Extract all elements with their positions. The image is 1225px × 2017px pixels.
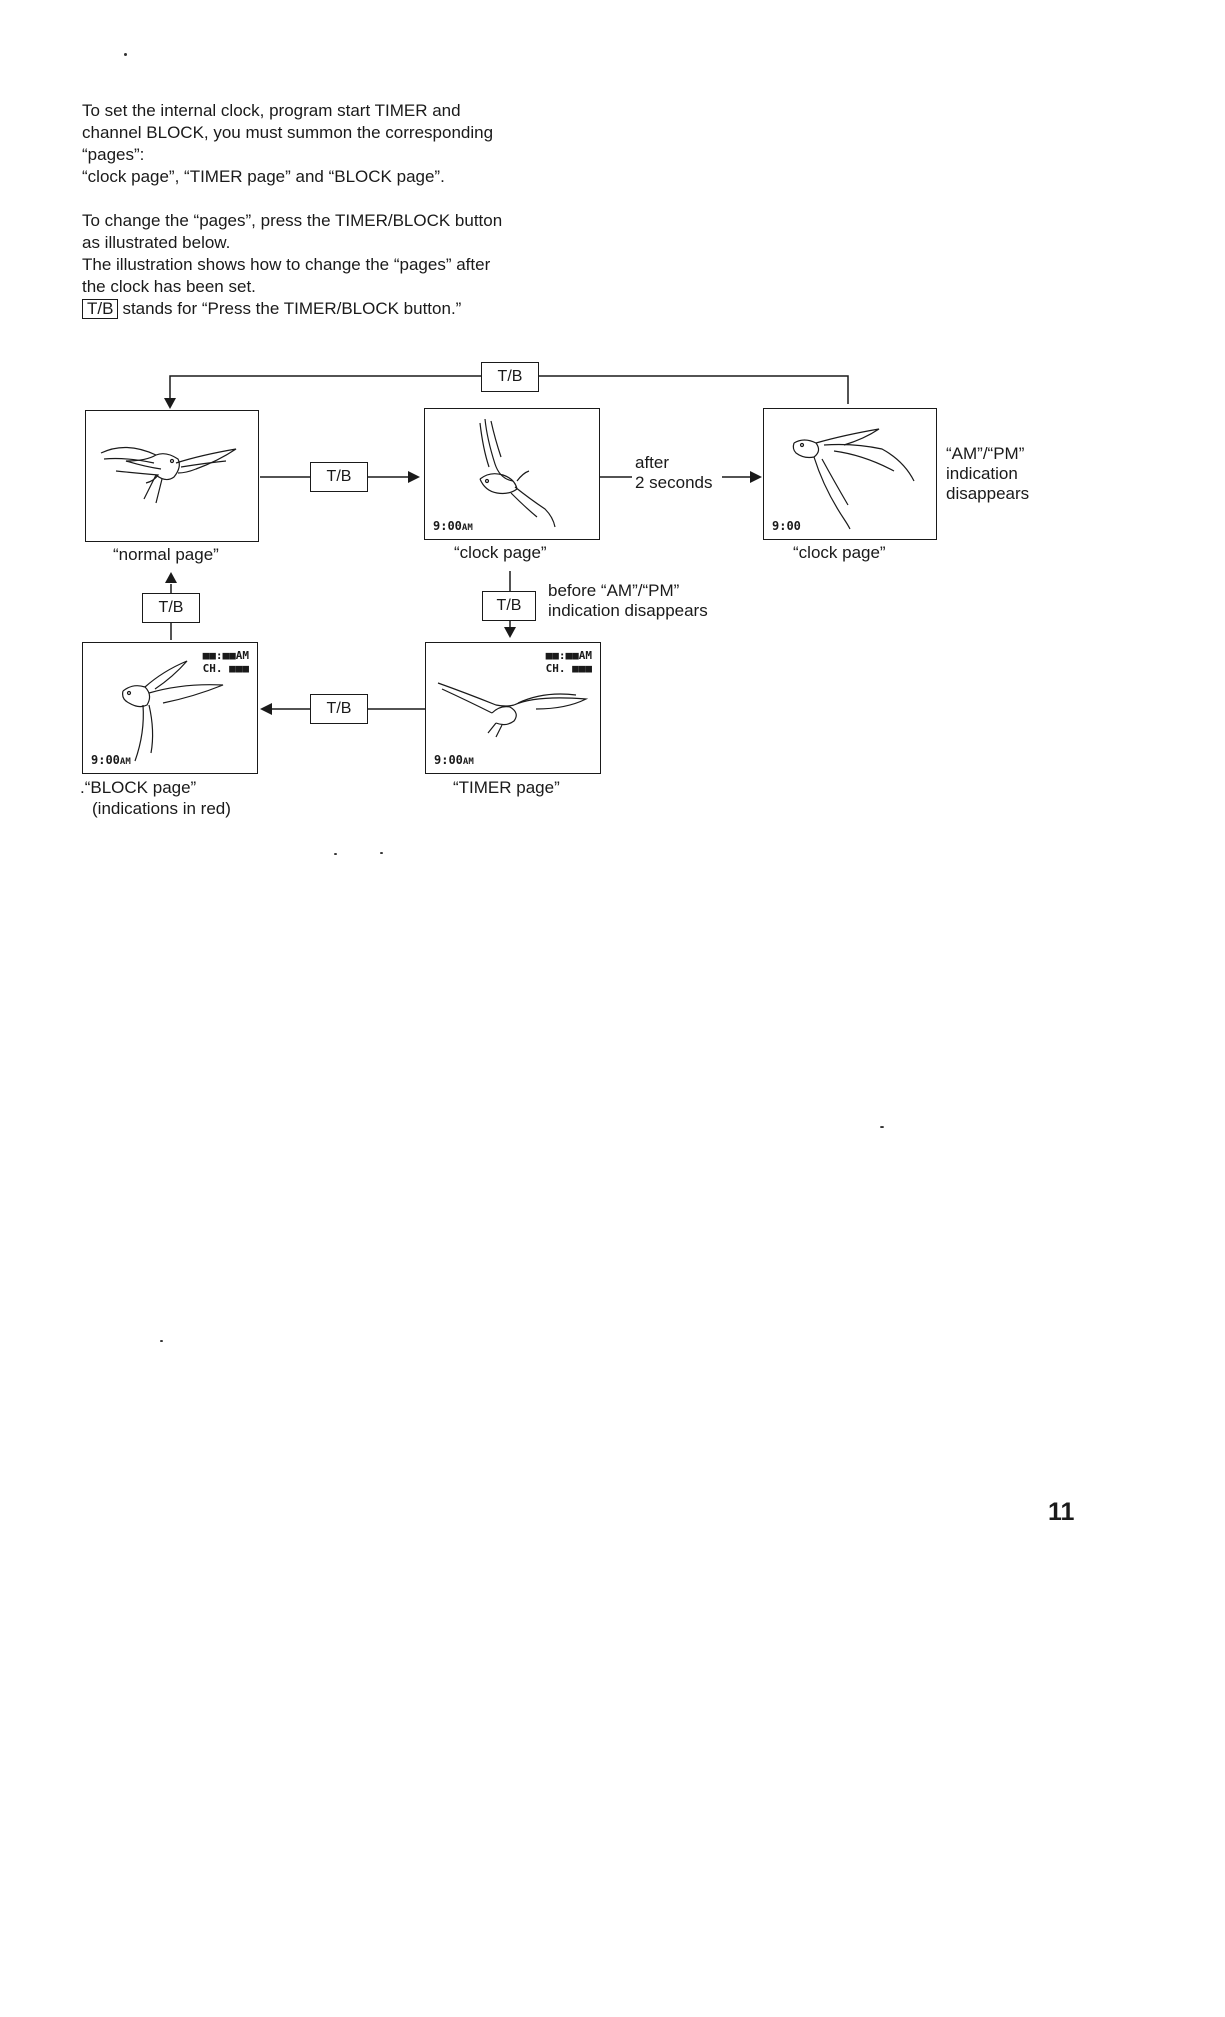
arrow-right-icon [750, 471, 762, 483]
intro-line: channel BLOCK, you must summon the corre… [82, 123, 494, 142]
scan-speck [334, 853, 337, 855]
intro-line: the clock has been set. [82, 277, 256, 296]
block-page-caption: .“BLOCK page” (indications in red) [80, 777, 231, 819]
caption-line: (indications in red) [92, 799, 231, 818]
tb-button-block-to-normal: T/B [142, 593, 200, 623]
arrow-right-icon [408, 471, 420, 483]
bird-illustration [122, 660, 224, 762]
tb-button-top: T/B [481, 362, 539, 392]
block-time-indicator: ■■:■■AM [202, 649, 249, 662]
page-number: 11 [1048, 1498, 1075, 1526]
intro-line: “pages”: [82, 145, 145, 164]
caption-line: .“BLOCK page” [80, 778, 197, 797]
time-value: 9:00 [434, 753, 463, 767]
intro-line: To change the “pages”, press the TIMER/B… [82, 211, 503, 230]
scan-speck [380, 852, 383, 854]
scan-speck [880, 1126, 884, 1128]
bird-illustration [437, 682, 589, 738]
intro-legend-text: stands for “Press the TIMER/BLOCK button… [122, 299, 462, 318]
time-value: 9:00 [91, 753, 120, 767]
clock-page-no-ampm-screen: 9:00 [763, 408, 937, 540]
scan-speck [124, 53, 127, 56]
intro-text: To set the internal clock, program start… [82, 100, 562, 320]
tb-key-symbol: T/B [82, 299, 119, 319]
arrow-down-icon [164, 398, 176, 409]
arrow-down-icon [504, 627, 516, 638]
block-page-screen: ■■:■■AM CH. ■■■ 9:00AM [82, 642, 258, 774]
clock-page-caption: “clock page” [793, 543, 886, 562]
normal-page-caption: “normal page” [113, 545, 219, 564]
time-value: 9:00 [433, 519, 462, 533]
bird-illustration [479, 418, 556, 528]
clock-time-display: 9:00 [772, 519, 801, 533]
note-line: disappears [946, 484, 1030, 503]
bird-illustration [100, 446, 237, 504]
ampm-disappears-note: “AM”/“PM” indication disappears [946, 444, 1029, 504]
note-line: before “AM”/“PM” [548, 581, 680, 600]
intro-line: “clock page”, “TIMER page” and “BLOCK pa… [82, 167, 445, 186]
channel-indicator: CH. ■■■ [202, 662, 249, 675]
note-line: indication [946, 464, 1018, 483]
ampm-indicator: AM [462, 757, 474, 767]
note-line: indication disappears [548, 601, 708, 620]
note-line: after [635, 453, 670, 472]
note-line: 2 seconds [635, 473, 713, 492]
normal-page-screen [85, 410, 259, 542]
intro-line: To set the internal clock, program start… [82, 101, 461, 120]
timer-page-screen: ■■:■■AM CH. ■■■ 9:00AM [425, 642, 601, 774]
tb-button-clock-to-timer: T/B [482, 591, 536, 621]
ampm-indicator: AM [461, 523, 473, 533]
scan-speck [160, 1340, 163, 1342]
intro-line: The illustration shows how to change the… [82, 255, 491, 274]
timer-time-indicator: ■■:■■AM [545, 649, 592, 662]
clock-page-screen: 9:00AM [424, 408, 600, 540]
tb-button-normal-to-clock: T/B [310, 462, 368, 492]
before-ampm-note: before “AM”/“PM” indication disappears [548, 581, 708, 621]
channel-indicator: CH. ■■■ [545, 662, 592, 675]
intro-line: as illustrated below. [82, 233, 231, 252]
block-time-display: 9:00AM [91, 753, 131, 767]
arrow-up-icon [165, 572, 177, 583]
timer-indicators: ■■:■■AM CH. ■■■ [546, 649, 592, 675]
tb-button-timer-to-block: T/B [310, 694, 368, 724]
ampm-indicator: AM [119, 757, 131, 767]
arrow-left-icon [260, 703, 272, 715]
timer-time-display: 9:00AM [434, 753, 474, 767]
after-two-seconds-note: after 2 seconds [635, 453, 713, 493]
bird-illustration [792, 428, 915, 530]
block-indicators: ■■:■■AM CH. ■■■ [203, 649, 249, 675]
clock-time-display: 9:00AM [433, 519, 473, 533]
timer-page-caption: “TIMER page” [453, 778, 560, 797]
note-line: “AM”/“PM” [946, 444, 1025, 463]
clock-page-caption: “clock page” [454, 543, 547, 562]
